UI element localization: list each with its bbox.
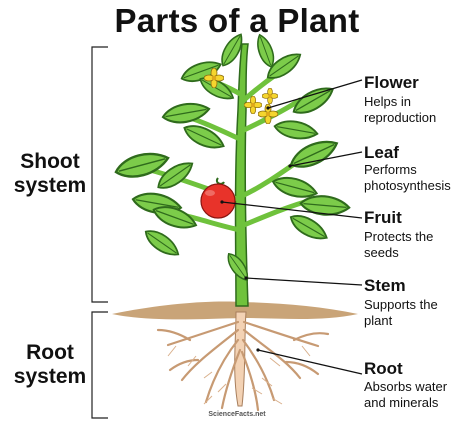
shoot-system-label: Shoot system <box>8 150 92 198</box>
stem-pointer <box>245 277 363 286</box>
flower-description: Helps in reproduction <box>364 94 474 126</box>
stem-desc-line-2: plant <box>364 313 393 328</box>
leaf-label: Leaf <box>364 143 399 162</box>
fruit-desc-line-2: seeds <box>364 245 399 260</box>
watermark-logo: ScienceFacts.net <box>208 411 266 418</box>
leaf-description: Performs photosynthesis <box>364 162 474 194</box>
fruit-pointer <box>221 201 363 219</box>
root-branches <box>156 320 330 412</box>
root-desc-line-1: Absorbs water <box>364 379 448 394</box>
shoot-system-line-2: system <box>13 174 87 197</box>
flower-pointer <box>267 79 363 109</box>
fruit-description: Protects the seeds <box>364 229 474 261</box>
leaf-desc-line-1: Performs <box>364 162 417 177</box>
page-title: Parts of a Plant <box>114 2 360 39</box>
root-system-line-1: Root <box>26 341 74 364</box>
shoot-bracket <box>91 46 108 303</box>
root-bracket <box>91 311 108 419</box>
fruit-label: Fruit <box>364 208 402 227</box>
root-label: Root <box>364 359 403 378</box>
fruit-desc-line-1: Protects the <box>364 229 434 244</box>
stem-description: Supports the plant <box>364 297 474 329</box>
root-desc-line-2: and minerals <box>364 395 439 410</box>
fruit <box>200 177 236 219</box>
root-system-line-2: system <box>13 365 87 388</box>
leaf-cluster <box>112 30 352 285</box>
flower-desc-line-2: reproduction <box>364 110 437 125</box>
stem-label: Stem <box>364 276 406 295</box>
flower-label: Flower <box>364 73 419 92</box>
soil <box>112 301 358 320</box>
shoot-system-line-1: Shoot <box>20 150 80 173</box>
flower-desc-line-1: Helps in <box>364 94 411 109</box>
root-pointer <box>257 349 363 375</box>
root-description: Absorbs water and minerals <box>364 379 474 411</box>
stem-desc-line-1: Supports the <box>364 297 438 312</box>
root-system-label: Root system <box>8 341 92 389</box>
leaf-desc-line-2: photosynthesis <box>364 178 451 193</box>
leaf-pointer <box>289 151 363 167</box>
